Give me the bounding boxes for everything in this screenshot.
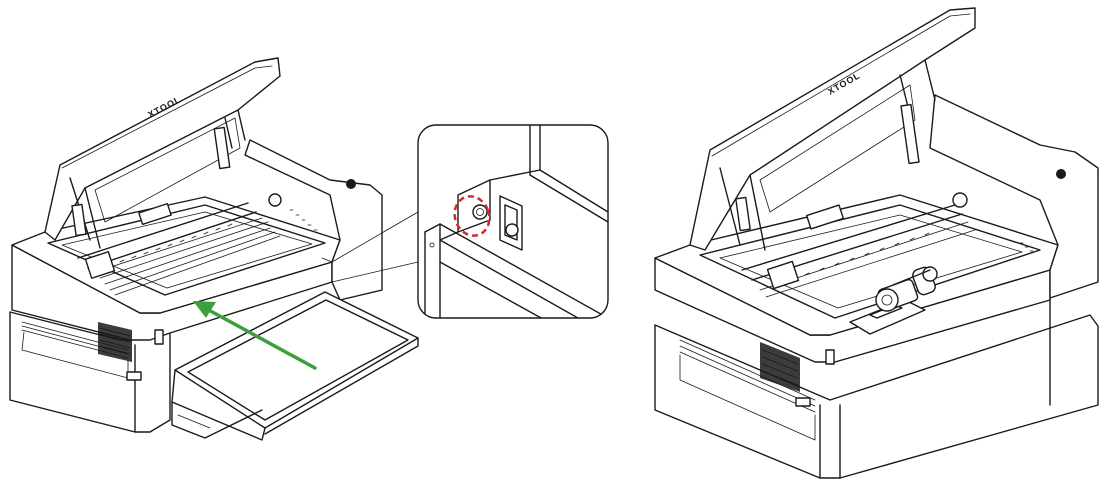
right-laser-machine: XTOOL <box>268 7 1099 479</box>
detail-callout <box>417 124 609 319</box>
highlight-marker <box>453 195 491 237</box>
arrow-right-icon <box>193 301 317 370</box>
zoom-connector <box>321 211 419 283</box>
left-laser-machine: XTOOL <box>9 57 383 433</box>
material-tray <box>171 291 419 441</box>
